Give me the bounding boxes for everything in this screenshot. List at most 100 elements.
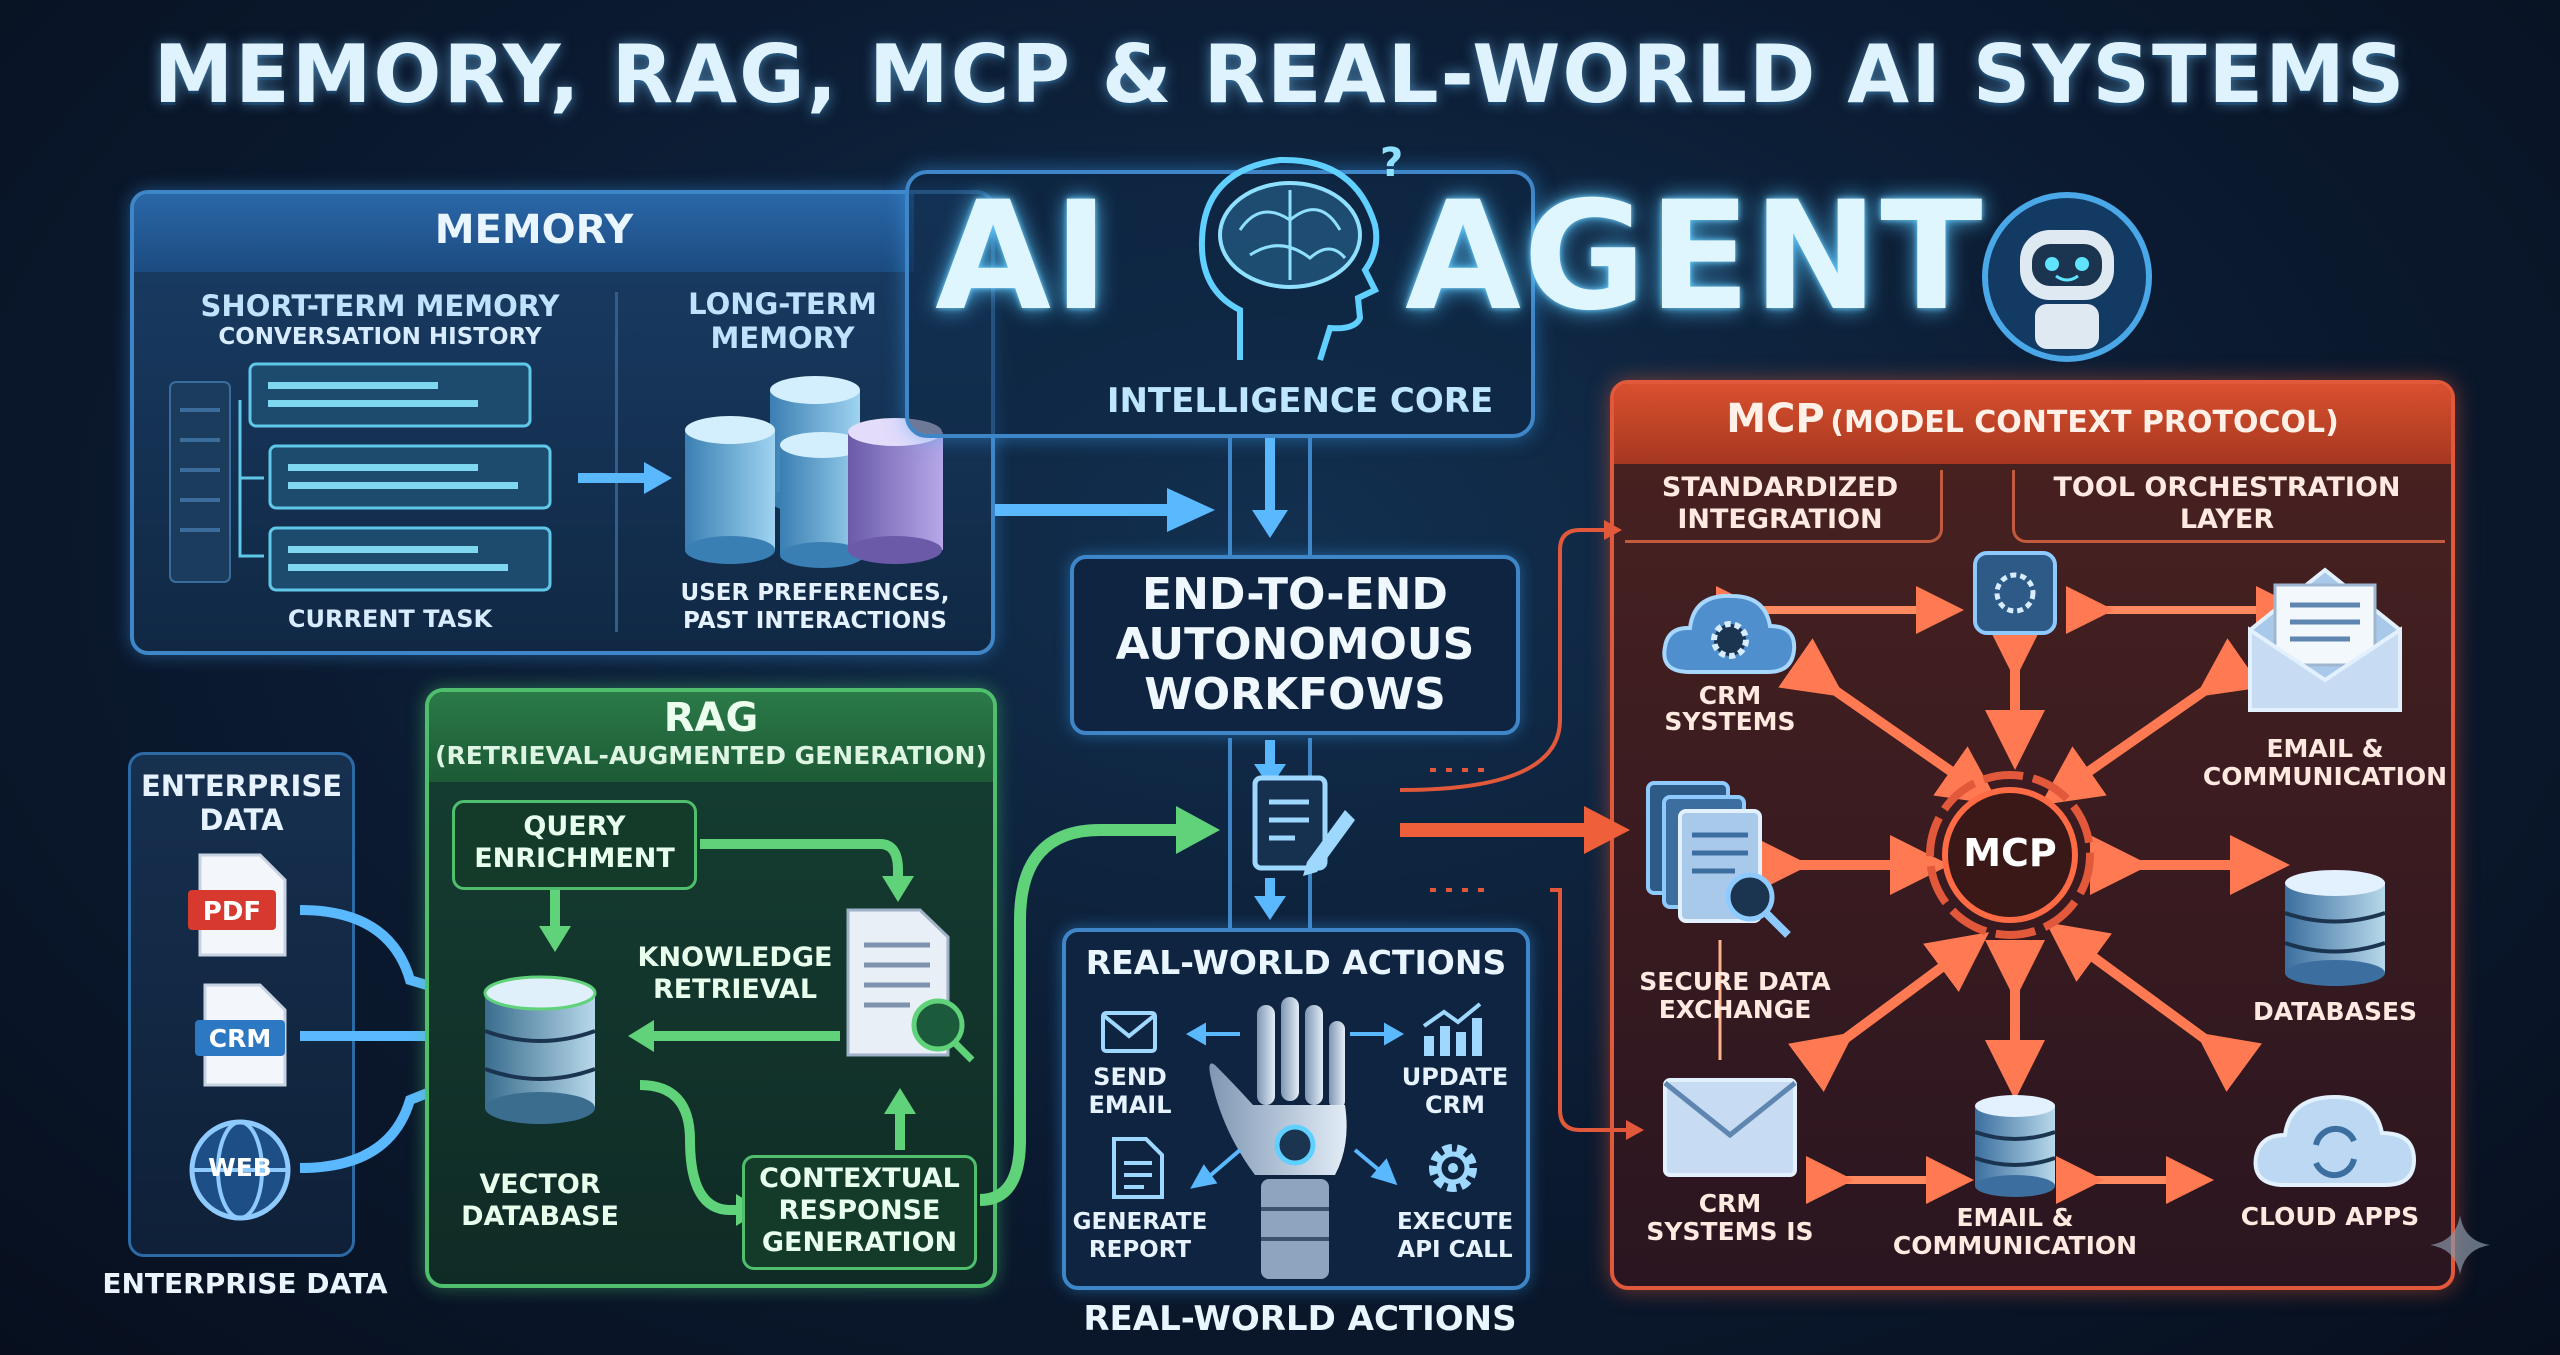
databases-label: DATABASES xyxy=(2252,997,2418,1026)
send-email-icon xyxy=(1101,1011,1157,1053)
query-enrichment-box xyxy=(452,800,697,890)
document-search-icon xyxy=(846,908,975,1063)
action-arrows xyxy=(1185,1022,1405,1189)
long-term-title-2: MEMORY xyxy=(710,321,855,355)
pdf-file-icon xyxy=(188,853,287,957)
long-term-title-1: LONG-TERM xyxy=(688,287,877,321)
api-label-2: API CALL xyxy=(1397,1237,1513,1263)
question-mark: ? xyxy=(1380,140,1404,186)
vector-database-icon xyxy=(483,975,597,1124)
rag-subheader: (RETRIEVAL-AUGMENTED GENERATION) xyxy=(435,741,987,770)
email-label-1: EMAIL & xyxy=(2266,734,2384,763)
long-term-caption-1: USER PREFERENCES, xyxy=(680,580,950,606)
std-integration-bracket xyxy=(1625,470,1943,543)
contextual-label-1: CONTEXTUAL xyxy=(759,1163,960,1194)
orchestration-tool-icon xyxy=(1973,551,2057,635)
email-envelope-icon xyxy=(2248,567,2402,712)
mcp-header-group: MCP (MODEL CONTEXT PROTOCOL) xyxy=(1614,396,2451,442)
tool-orchestration-bracket xyxy=(2012,470,2445,543)
api-gear-icon xyxy=(1429,1144,1477,1192)
email2-label-2: COMMUNICATION xyxy=(1892,1231,2138,1260)
crm-envelope-icon xyxy=(1663,1078,1797,1177)
update-label-1: UPDATE xyxy=(1401,1063,1509,1091)
secure-data-documents-icon xyxy=(1646,781,1791,938)
sparkle-icon xyxy=(2430,1215,2490,1275)
actions-header: REAL-WORLD ACTIONS xyxy=(1085,943,1507,982)
workflow-line-1: END-TO-END xyxy=(1142,569,1448,620)
secure-label-1: SECURE DATA xyxy=(1639,967,1831,996)
tool-label-1: TOOL ORCHESTRATION xyxy=(2053,472,2401,503)
email-database-icon xyxy=(1974,1095,2056,1197)
crm-file-label: CRM xyxy=(208,1024,272,1053)
workflow-box xyxy=(1070,555,1520,735)
secure-label-2: EXCHANGE xyxy=(1658,995,1812,1024)
std-label-2: INTEGRATION xyxy=(1677,504,1883,535)
pdf-label: PDF xyxy=(202,897,262,927)
memory-arrow xyxy=(578,462,672,494)
crm-systems-label-1: CRM xyxy=(1698,681,1762,710)
web-label: WEB xyxy=(208,1153,272,1182)
std-label-1: STANDARDIZED xyxy=(1661,472,1899,503)
crm-file-icon xyxy=(195,983,287,1087)
short-term-subtitle: CONVERSATION HISTORY xyxy=(218,324,542,350)
rag-flow-arrows xyxy=(539,839,916,1226)
enterprise-title-2: DATA xyxy=(199,803,284,837)
mcp-header-sub: (MODEL CONTEXT PROTOCOL) xyxy=(1830,405,2339,440)
intelligence-core-box xyxy=(905,170,1535,438)
rag-header: RAG xyxy=(663,695,759,741)
crm-systems-label-2: SYSTEMS xyxy=(1664,707,1796,736)
task-document-icon xyxy=(1252,775,1355,876)
crm-is-label-2: SYSTEMS IS xyxy=(1646,1217,1814,1246)
query-label-2: ENRICHMENT xyxy=(474,843,675,874)
mcp-hub-label: MCP xyxy=(1963,831,2057,875)
cloud-apps-label: CLOUD APPS xyxy=(2240,1202,2420,1231)
mcp-header: MCP xyxy=(1726,396,1825,442)
knowledge-label-1: KNOWLEDGE xyxy=(637,942,833,973)
workflow-line-2: AUTONOMOUS xyxy=(1115,619,1475,670)
robot-avatar-icon xyxy=(1982,192,2152,362)
agent-word-agent: AGENT xyxy=(1405,170,1985,344)
enterprise-title-1: ENTERPRISE xyxy=(140,769,343,803)
query-label-1: QUERY xyxy=(523,811,626,842)
crm-cloud-icon xyxy=(1662,593,1797,674)
cloud-apps-icon xyxy=(2253,1094,2417,1187)
update-crm-chart-icon xyxy=(1422,1002,1482,1056)
current-task-label: CURRENT TASK xyxy=(287,605,493,633)
email-label-2: COMMUNICATION xyxy=(2202,762,2448,791)
report-label-1: GENERATE xyxy=(1072,1209,1208,1235)
rag-header-bar xyxy=(429,692,993,782)
knowledge-label-2: RETRIEVAL xyxy=(652,974,818,1005)
workflow-line-3: WORKFOWS xyxy=(1144,669,1446,720)
enterprise-footer: ENTERPRISE DATA xyxy=(102,1267,388,1300)
memory-divider xyxy=(615,292,618,632)
update-label-2: CRM xyxy=(1425,1091,1485,1119)
report-document-icon xyxy=(1112,1137,1164,1199)
memory-header: MEMORY xyxy=(434,207,634,253)
send-label-1: SEND xyxy=(1093,1063,1167,1091)
robot-hand-icon xyxy=(1209,997,1347,1279)
vector-label-1: VECTOR xyxy=(479,1169,601,1200)
short-term-title: SHORT-TERM MEMORY xyxy=(200,289,560,323)
report-label-2: REPORT xyxy=(1088,1237,1192,1263)
mcp-hub-circle xyxy=(1926,771,2094,939)
conversation-history-icon xyxy=(169,362,552,592)
send-label-2: EMAIL xyxy=(1088,1091,1172,1119)
intelligence-core-label: INTELLIGENCE CORE xyxy=(1106,381,1494,421)
rag-to-core-arrow xyxy=(979,806,1220,1206)
api-label-1: EXECUTE xyxy=(1396,1209,1514,1235)
contextual-label-3: GENERATION xyxy=(761,1227,958,1258)
memory-to-core-arrow xyxy=(995,488,1215,532)
page-title: MEMORY, RAG, MCP & REAL-WORLD AI SYSTEMS xyxy=(153,28,2407,121)
tool-label-2: LAYER xyxy=(2179,504,2275,535)
agent-word-ai: AI xyxy=(935,170,1111,344)
crm-is-label-1: CRM xyxy=(1698,1189,1762,1218)
actions-footer: REAL-WORLD ACTIONS xyxy=(1083,1299,1517,1339)
email2-label-1: EMAIL & xyxy=(1956,1203,2074,1232)
brain-head-icon xyxy=(1198,156,1380,361)
long-term-caption-2: PAST INTERACTIONS xyxy=(682,608,948,634)
databases-icon xyxy=(2284,870,2386,986)
contextual-response-box xyxy=(742,1155,977,1270)
web-globe-icon xyxy=(189,1119,291,1221)
mcp-header-bar xyxy=(1614,384,2451,464)
vector-label-2: DATABASE xyxy=(461,1201,619,1232)
